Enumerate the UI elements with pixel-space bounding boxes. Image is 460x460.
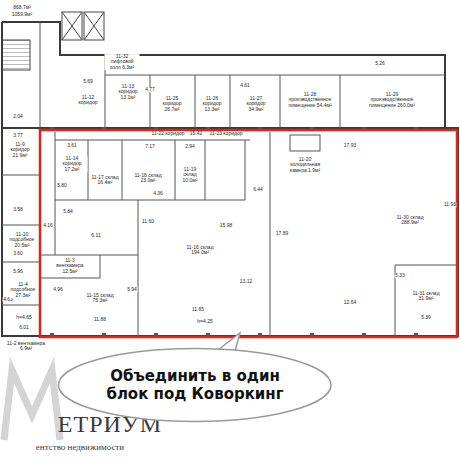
- dimension: 2.04: [13, 114, 24, 119]
- dimension: 868.7м²: [13, 5, 32, 10]
- room-label: 11-17 склад 16.4м²: [90, 175, 121, 186]
- room-label: 11-14 коридор 17.2м²: [57, 156, 88, 172]
- room-label: 11-10 подсобное 20.5м²: [7, 232, 38, 248]
- dimension: 11.93: [443, 202, 456, 207]
- column: [362, 333, 366, 336]
- room-label: 11-4 подсобное 27.3м²: [10, 282, 37, 298]
- columns: [50, 127, 418, 336]
- dimension: 3.58: [13, 207, 24, 212]
- dimension: 5.94: [127, 287, 138, 292]
- dimension: 4.77: [145, 87, 156, 92]
- dimension: 11.88: [93, 317, 106, 322]
- dimension: 5.96: [13, 269, 24, 274]
- highlight-frame: [40, 130, 457, 337]
- watermark-text: ентство недвижимости: [35, 443, 124, 452]
- dimension: 13.12: [239, 279, 253, 284]
- dimension: 17.93: [343, 143, 357, 148]
- callout-bubble: Объединить в один блок под Коворкинг: [57, 347, 333, 423]
- dimension: 6.01: [19, 325, 30, 330]
- room-label: 11-18 склад 23.0м²: [133, 173, 164, 184]
- dimension: 4.96: [53, 287, 64, 292]
- room-label: 11-30 склад 288.9м²: [393, 215, 428, 226]
- room-label: 11-27 коридор 34.9м²: [241, 96, 272, 112]
- dimension: 6.11: [91, 233, 101, 238]
- column: [258, 333, 262, 336]
- dimension: 5.26: [375, 61, 386, 66]
- dimension: 2.94: [185, 144, 196, 149]
- dimension: 4.16: [43, 223, 54, 228]
- dimension: h=4.65: [16, 315, 32, 320]
- room-label: 11-26 коридор 13.3м²: [199, 96, 226, 112]
- dimension: 4.36: [153, 191, 164, 196]
- dimension: 11.60: [141, 219, 154, 224]
- dimension: 5.39: [421, 315, 432, 320]
- dimension: 5.84: [63, 209, 74, 214]
- column: [414, 333, 418, 336]
- column: [154, 333, 158, 336]
- dimension: 12.64: [343, 300, 357, 305]
- room-label: 11-12 коридор: [75, 95, 102, 106]
- dimension: 5.69: [83, 79, 94, 84]
- dimension: 5.33: [395, 273, 406, 278]
- dimension: 17.89: [275, 231, 289, 236]
- callout-outline: [59, 349, 332, 422]
- room-label: 11-2 венткамера 6.9м²: [1, 341, 52, 352]
- room-label: 11-15 склад 75.3м²: [85, 293, 116, 304]
- room-label: 11-16 склад 194.0м²: [185, 245, 216, 256]
- dimension: 3.77: [13, 133, 24, 138]
- room-label: 11-19 склад 10.0м²: [177, 167, 204, 183]
- room-label: 11-29 производственное помещение 260.0м²: [365, 92, 420, 108]
- dimension: 5.80: [57, 183, 68, 188]
- room-label: 11-25 коридор 26.7м²: [159, 96, 186, 112]
- elevator-shafts: [62, 12, 104, 40]
- dimension: 11-23 коридор: [209, 131, 243, 136]
- room-label: 11-13 коридор 13.1м²: [115, 84, 142, 100]
- dimension: 3.60: [13, 251, 24, 256]
- room-label: 11-20 холодильная камера 1.9м²: [285, 157, 326, 173]
- inner-walls: [2, 22, 458, 336]
- column: [50, 333, 54, 336]
- outer-walls: [2, 22, 458, 336]
- dimension: 11.65: [191, 307, 204, 312]
- room-label: 11-3 венткамера 12.5м²: [52, 258, 89, 274]
- room-label: 11-32 лифтовой холл 6.3м²: [105, 54, 140, 70]
- column: [102, 333, 106, 336]
- watermark-logo: [4, 370, 60, 440]
- stairs: [2, 40, 30, 70]
- dimension: 4.63: [3, 297, 14, 302]
- dimension: 6.44: [253, 187, 264, 192]
- dimension: 4.61: [240, 83, 251, 88]
- dimension: 11-22 коридор: [151, 131, 185, 136]
- room-label: 11-31 склад 31.9м²: [411, 291, 442, 302]
- column: [206, 333, 210, 336]
- dimension: h=4.25: [197, 319, 213, 324]
- dimension: 7.17: [145, 144, 156, 149]
- callout-text: Объединить в один блок под Коворкинг: [100, 367, 290, 403]
- dimension: 15.42: [189, 131, 203, 136]
- dimension: 1059.9м²: [11, 12, 32, 17]
- room-label: 11-9 коридор 21.9м²: [6, 142, 35, 158]
- dimension: 15.98: [219, 223, 233, 228]
- column: [310, 333, 314, 336]
- dimension: 3.61: [67, 143, 78, 148]
- room-label: 11-28 производственное помещение 54.4м²: [284, 92, 337, 108]
